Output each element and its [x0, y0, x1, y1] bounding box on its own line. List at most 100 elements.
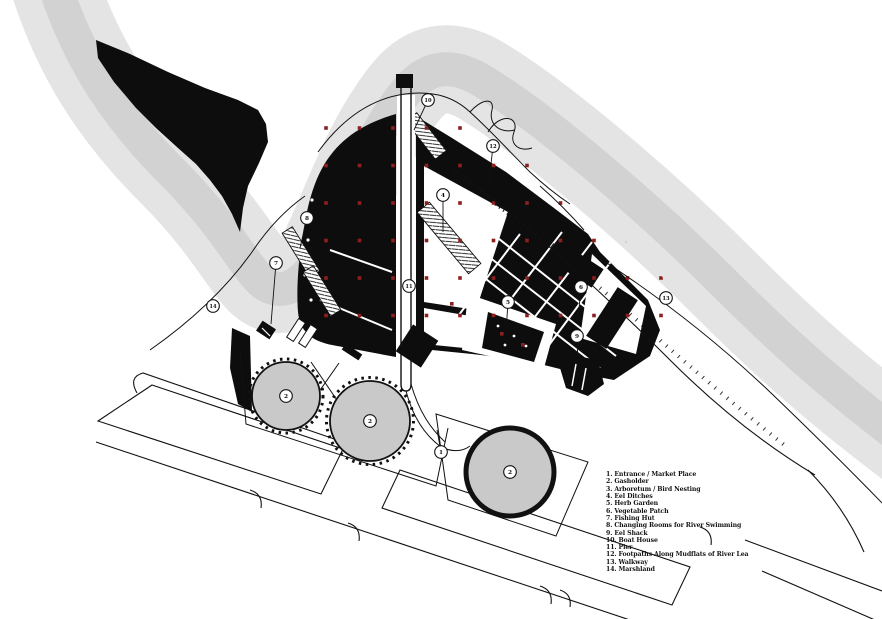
tree-dot	[659, 126, 663, 130]
tree-dot	[424, 313, 429, 318]
svg-text:9: 9	[575, 334, 579, 340]
legend-item: 14. Marshland	[606, 566, 655, 574]
svg-text:2: 2	[284, 394, 288, 400]
map-marker-13: 13	[659, 291, 673, 305]
tree-dot	[592, 313, 596, 318]
tree-dot	[491, 163, 496, 168]
svg-text:4: 4	[441, 193, 445, 199]
tree-dot	[525, 201, 529, 205]
tree-dot	[491, 313, 496, 318]
tree-dot	[357, 126, 362, 130]
map-marker-2: 2	[503, 465, 517, 479]
tree-dot	[458, 163, 462, 168]
tree-dot	[491, 201, 496, 205]
tree-dot	[592, 276, 596, 280]
tree-dot	[525, 238, 529, 243]
svg-text:13: 13	[662, 296, 670, 302]
map-marker-2: 2	[279, 389, 293, 403]
map-marker-14: 14	[206, 299, 220, 313]
tree-dot	[324, 126, 328, 130]
map-marker-5: 5	[501, 295, 515, 333]
map-marker-2: 2	[363, 414, 377, 428]
tree-dot	[458, 238, 462, 243]
site-east-block	[416, 116, 660, 380]
vegetable-patch-buildings	[556, 246, 638, 349]
legend-item: 13. Walkway	[606, 558, 648, 566]
legend-item: 5. Herb Garden	[606, 500, 659, 508]
tree-dot	[525, 163, 529, 168]
map-marker-8: 8	[299, 211, 314, 249]
tree-dot	[592, 238, 596, 243]
tree-dot	[324, 238, 328, 243]
svg-text:7: 7	[274, 261, 278, 267]
svg-text:5: 5	[506, 300, 510, 306]
map-marker-4: 4	[436, 188, 450, 232]
herb-garden	[482, 312, 544, 362]
tree-dot	[625, 276, 630, 280]
svg-text:14: 14	[209, 304, 217, 310]
tree-dot	[458, 201, 462, 205]
svg-text:8: 8	[305, 216, 309, 222]
legend-item: 2. Gasholder	[606, 478, 649, 486]
tree-dot	[324, 313, 328, 318]
map-marker-7: 7	[269, 256, 283, 325]
tree-dot	[424, 163, 429, 168]
tree-dot	[491, 276, 496, 280]
svg-text:2: 2	[508, 470, 512, 476]
tree-dot	[391, 313, 395, 318]
legend-item: 10. Boat House	[606, 536, 658, 544]
legend-item: 1. Entrance / Market Place	[606, 471, 697, 478]
road-network	[95, 372, 882, 619]
tree-dot	[324, 201, 328, 205]
legend-item: 9. Eel Shack	[606, 529, 648, 537]
legend-item: 6. Vegetable Patch	[606, 507, 669, 515]
legend-item: 3. Arboretum / Bird Nesting	[606, 485, 701, 493]
tree-dot	[324, 163, 328, 168]
svg-text:12: 12	[489, 144, 497, 150]
tree-dot	[625, 313, 630, 318]
legend-item: 8. Changing Rooms for River Swimming	[606, 522, 742, 530]
tree-dot	[424, 126, 429, 130]
tree-dot	[558, 201, 563, 205]
svg-text:6: 6	[579, 285, 583, 291]
tree-dot	[558, 313, 563, 318]
marshland	[96, 40, 268, 412]
tree-dot	[357, 238, 362, 243]
legend-item: 12. Footpaths Along Mudflats of River Le…	[606, 551, 749, 559]
footpaths	[149, 92, 882, 504]
legend-item: 4. Eel Ditches	[606, 492, 653, 500]
svg-text:10: 10	[424, 98, 432, 104]
map-marker-10: 10	[413, 93, 435, 131]
tree-dot	[521, 343, 525, 347]
tree-dot	[357, 201, 362, 205]
tree-dot	[391, 276, 395, 280]
svg-text:2: 2	[368, 419, 372, 425]
riverside-fence	[442, 159, 816, 476]
map-marker-6: 6	[574, 280, 588, 321]
tree-dot	[391, 201, 395, 205]
eel-shack	[560, 354, 604, 396]
svg-text:1: 1	[439, 450, 443, 456]
pier	[341, 74, 439, 392]
tree-dot	[391, 163, 395, 168]
tree-dot	[659, 276, 663, 280]
map-marker-12: 12	[486, 139, 500, 183]
tree-dot	[424, 276, 429, 280]
tree-dot	[625, 126, 630, 130]
tree-dot	[558, 276, 563, 280]
tree-dot	[525, 313, 529, 318]
svg-text:11: 11	[405, 284, 413, 290]
legend-item: 11. Pier	[606, 544, 633, 552]
tree-dot	[500, 332, 504, 336]
tree-dot	[324, 276, 328, 280]
tree-dot	[391, 238, 395, 243]
hatched-walkways	[281, 112, 482, 317]
site-west-block	[297, 114, 396, 357]
tree-dot	[357, 313, 362, 318]
tree-dot	[450, 302, 454, 306]
tree-dot	[491, 238, 496, 243]
boat-house	[396, 74, 413, 88]
